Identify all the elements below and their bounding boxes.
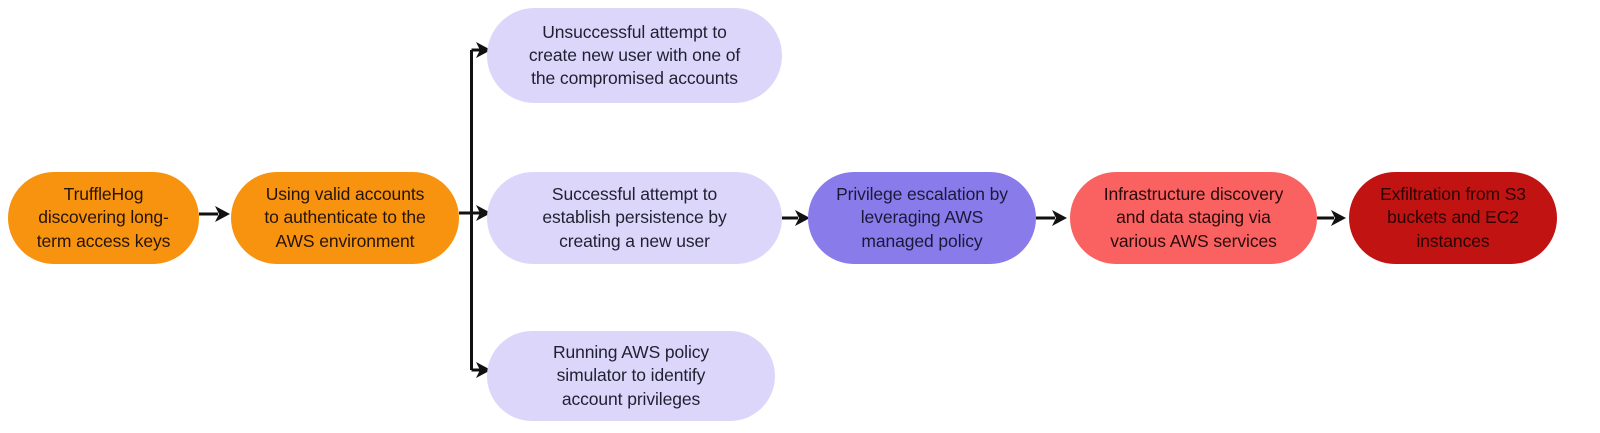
- node-policy-simulator[interactable]: Running AWS policy simulator to identify…: [487, 331, 775, 421]
- node-infrastructure-discovery[interactable]: Infrastructure discovery and data stagin…: [1070, 172, 1317, 264]
- node-trufflehog[interactable]: TruffleHog discovering long- term access…: [8, 172, 199, 264]
- edge-privilege-escalation-to-infrastructure-discovery: [1036, 207, 1074, 229]
- node-unsuccessful-user-creation[interactable]: Unsuccessful attempt to create new user …: [487, 8, 782, 103]
- node-valid-accounts[interactable]: Using valid accounts to authenticate to …: [231, 172, 459, 264]
- node-privilege-escalation[interactable]: Privilege escalation by leveraging AWS m…: [808, 172, 1036, 264]
- edge-infrastructure-discovery-to-exfiltration: [1317, 207, 1353, 229]
- node-successful-persistence[interactable]: Successful attempt to establish persiste…: [487, 172, 782, 264]
- node-exfiltration[interactable]: Exfiltration from S3 buckets and EC2 ins…: [1349, 172, 1557, 264]
- edge-trufflehog-to-valid-accounts: [199, 203, 235, 225]
